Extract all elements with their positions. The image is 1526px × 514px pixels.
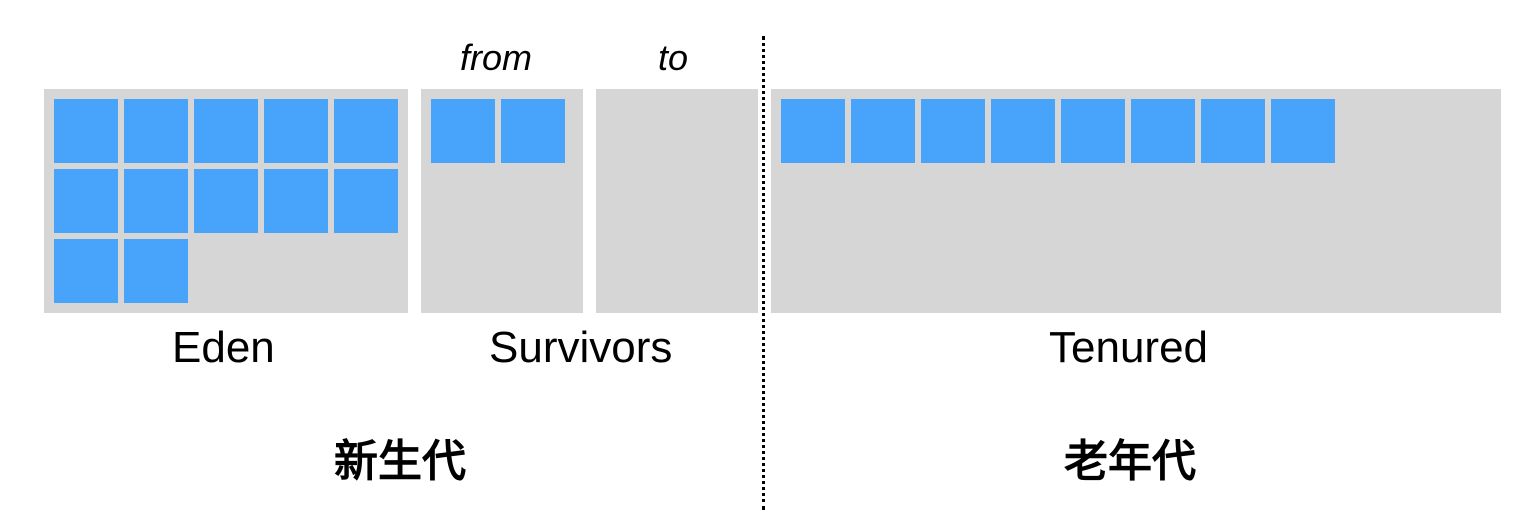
object-block bbox=[1061, 99, 1125, 163]
eden-label: Eden bbox=[172, 323, 275, 372]
object-block bbox=[264, 169, 328, 233]
object-block bbox=[921, 99, 985, 163]
object-block bbox=[1201, 99, 1265, 163]
tenured-label: Tenured bbox=[1049, 323, 1209, 372]
young-generation-label: 新生代 bbox=[334, 436, 466, 487]
object-block bbox=[501, 99, 565, 163]
object-block bbox=[851, 99, 915, 163]
survivor-to-region bbox=[596, 89, 758, 313]
object-block bbox=[124, 99, 188, 163]
object-block bbox=[54, 99, 118, 163]
old-generation-label: 老年代 bbox=[1064, 436, 1196, 487]
object-block bbox=[54, 239, 118, 303]
survivor-from-region bbox=[421, 89, 583, 313]
survivor-from-label: from bbox=[460, 37, 532, 78]
generation-divider bbox=[762, 36, 765, 510]
object-block bbox=[124, 169, 188, 233]
object-block bbox=[431, 99, 495, 163]
tenured-region bbox=[771, 89, 1501, 313]
survivors-label: Survivors bbox=[489, 323, 673, 372]
object-block bbox=[991, 99, 1055, 163]
object-block bbox=[1131, 99, 1195, 163]
object-block bbox=[1271, 99, 1335, 163]
object-block bbox=[54, 169, 118, 233]
object-block bbox=[194, 99, 258, 163]
object-block bbox=[334, 99, 398, 163]
object-block bbox=[264, 99, 328, 163]
survivor-to-label: to bbox=[658, 37, 689, 78]
object-block bbox=[781, 99, 845, 163]
object-block bbox=[124, 239, 188, 303]
object-block bbox=[334, 169, 398, 233]
eden-region bbox=[44, 89, 408, 313]
object-block bbox=[194, 169, 258, 233]
